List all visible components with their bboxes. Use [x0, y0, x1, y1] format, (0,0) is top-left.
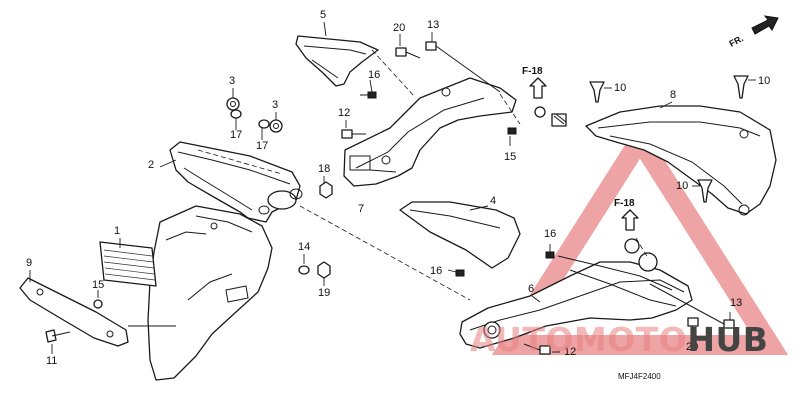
nut-19-icon — [317, 261, 331, 279]
callout-9: 9 — [26, 257, 33, 269]
fasteners — [45, 41, 749, 355]
washer-17a-icon — [230, 109, 242, 119]
callout-6: 6 — [528, 283, 535, 295]
callout-12b: 12 — [564, 346, 577, 358]
callout-10a: 10 — [614, 82, 627, 94]
callout-4: 4 — [490, 195, 497, 207]
nut-3a-icon — [226, 97, 240, 111]
screw-15a-icon — [93, 299, 103, 309]
callout-2: 2 — [148, 159, 155, 171]
bolt-13b-icon — [649, 283, 735, 329]
callout-15a: 15 — [92, 279, 105, 291]
callout-16c: 16 — [544, 228, 557, 240]
callout-3b: 3 — [272, 99, 279, 111]
callout-16a: 16 — [368, 69, 381, 81]
assembly-lines — [197, 49, 649, 301]
watermark-triangle — [491, 121, 789, 355]
callout-20a: 20 — [393, 22, 406, 34]
nut-18-icon — [319, 181, 333, 199]
rubber-mount-b-icon — [534, 106, 546, 118]
callout-16b: 16 — [430, 265, 443, 277]
part-8-tail-cowl — [585, 105, 777, 216]
callout-1: 1 — [114, 225, 121, 237]
watermark-text-primary: AUTOMOTO — [470, 320, 688, 359]
washer-14-icon — [298, 265, 310, 275]
part-7-stay-bracket — [343, 77, 517, 187]
part-5-side-cover — [295, 35, 379, 87]
callout-17b: 17 — [256, 140, 269, 152]
part-9-plate-bracket — [19, 277, 129, 347]
callout-14: 14 — [298, 241, 311, 253]
callout-19: 19 — [318, 287, 331, 299]
watermark-logo: AUTOMOTOHUB — [470, 320, 768, 359]
callout-10b: 10 — [758, 75, 771, 87]
clip-10b-icon — [733, 75, 749, 99]
callout-20b: 20 — [686, 341, 699, 353]
bolt-11-icon — [45, 329, 71, 343]
callout-12a: 12 — [338, 107, 351, 119]
bolt-20b-icon — [687, 317, 699, 327]
reference-label-b: F-18 — [614, 198, 635, 209]
callout-10c: 10 — [676, 180, 689, 192]
rubber-mount-a-icon — [551, 113, 567, 127]
watermark-text-secondary: HUB — [687, 320, 769, 359]
callout-15b: 15 — [504, 151, 517, 163]
callout-8: 8 — [670, 89, 677, 101]
bolt-12b-icon — [523, 343, 551, 355]
washer-17b-icon — [258, 119, 270, 129]
callout-13a: 13 — [427, 19, 440, 31]
bolt-16c-icon — [545, 251, 555, 259]
callout-7: 7 — [358, 203, 365, 215]
reference-label-a: F-18 — [522, 66, 543, 77]
callout-3a: 3 — [229, 75, 236, 87]
clip-10a-icon — [589, 81, 605, 103]
bolt-16b-icon — [455, 269, 465, 277]
bolt-16a-icon — [360, 91, 377, 99]
leader-lines — [29, 21, 756, 354]
drawing-code: MFJ4F2400 — [618, 372, 661, 381]
callout-5: 5 — [320, 9, 327, 21]
bolt-20a-icon — [395, 47, 421, 59]
reference-arrow-b-icon — [621, 209, 639, 231]
callout-13b: 13 — [730, 297, 743, 309]
part-6-rear-fender — [147, 205, 273, 381]
callout-17a: 17 — [230, 129, 243, 141]
reference-arrow-a-icon — [529, 77, 547, 99]
bolt-13a-icon — [425, 41, 501, 93]
part-2-inner-cover — [169, 141, 303, 223]
nut-3b-icon — [269, 119, 283, 133]
part-6-lower-rail — [459, 238, 693, 349]
front-arrow-icon — [751, 15, 779, 35]
part-4-side-panel — [399, 201, 521, 269]
callout-18: 18 — [318, 163, 331, 175]
part-1-reflector — [99, 241, 157, 287]
grommet-15b-icon — [507, 127, 517, 135]
clip-10c-icon — [697, 179, 713, 203]
bolt-12a-icon — [341, 129, 366, 139]
callout-11: 11 — [46, 355, 58, 367]
